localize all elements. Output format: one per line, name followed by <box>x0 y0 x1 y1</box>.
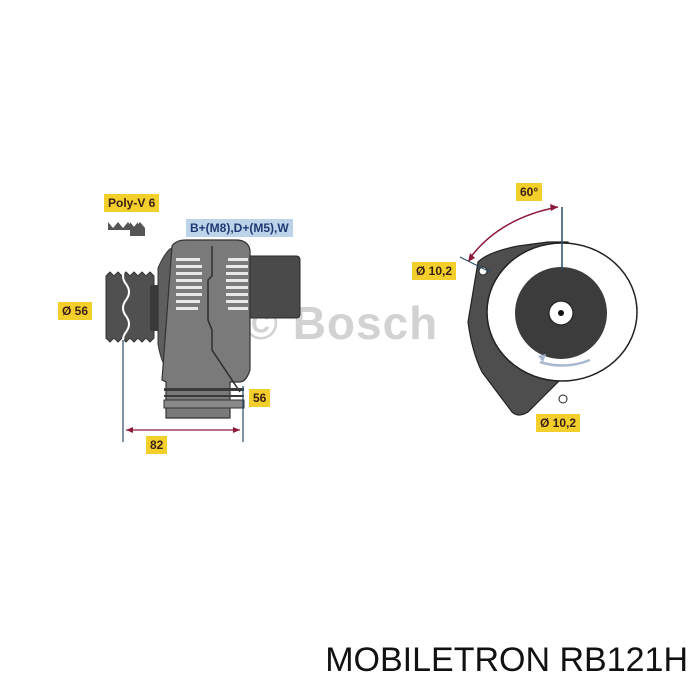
pulley-diameter-label: Ø 56 <box>58 302 93 320</box>
rear-cover <box>249 255 301 319</box>
terminals-label: B+(M8),D+(M5),W <box>186 219 293 237</box>
product-name: MOBILETRON RB121H <box>325 641 688 679</box>
angle-60-dimension <box>459 204 563 273</box>
alternator-body <box>161 239 251 419</box>
front-view <box>467 241 638 416</box>
pulley <box>105 267 158 349</box>
watermark-text: Bosch <box>292 297 439 349</box>
belt-type-label: Poly-V 6 <box>104 194 160 212</box>
overall-length-label: 82 <box>146 436 168 454</box>
angle-label: 60° <box>516 183 543 201</box>
belt-profile-icon <box>108 222 145 236</box>
dimension-82 <box>122 340 244 442</box>
mount-depth-label: 56 <box>249 389 271 407</box>
upper-hole-diameter-label: Ø 10,2 <box>412 262 457 280</box>
lower-hole-diameter-label: Ø 10,2 <box>536 414 581 432</box>
